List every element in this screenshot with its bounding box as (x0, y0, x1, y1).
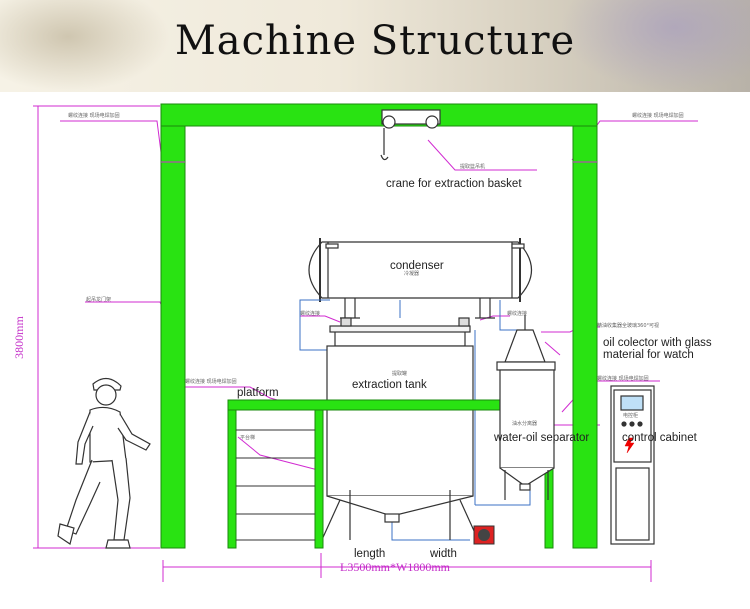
page-title: Machine Structure (174, 18, 576, 64)
note-left-frame: 起吊龙门架 (86, 297, 112, 303)
crane-hoist (380, 109, 441, 161)
label-control-cabinet: control cabinet (622, 432, 697, 444)
label-water-oil-separator: water-oil separator (494, 432, 590, 444)
lifting-gantry (160, 103, 598, 549)
note-flange-right: 螺纹连接 (507, 311, 528, 317)
label-width: width (430, 548, 457, 560)
label-extraction-tank: extraction tank (352, 379, 427, 391)
note-top-right: 螺纹连接 现场电焊加固 (632, 113, 684, 119)
note-separator: 油水分离器 (512, 421, 538, 427)
label-crane: crane for extraction basket (386, 178, 522, 190)
label-condenser: condenser (390, 260, 444, 272)
pump (473, 525, 495, 545)
water-oil-separator (496, 315, 556, 500)
condenser-vessel (308, 238, 532, 319)
note-top-left: 螺纹连接 现场电焊加固 (68, 113, 120, 119)
banner-decor-left (0, 0, 170, 92)
note-cabinet: 电控柜 (623, 413, 639, 419)
note-flange-left: 螺纹连接 (300, 311, 321, 317)
note-stairs: 平台梯 (240, 435, 256, 441)
label-height: 3800mm (11, 316, 26, 359)
platform-stairs (236, 429, 315, 541)
note-oil-collector: 精油收集器全玻璃360°可视 (597, 323, 660, 329)
label-oil-collector-1: oil colector with glass (603, 337, 712, 349)
control-cabinet (610, 385, 655, 545)
note-platform-joint-right: 螺纹连接 现场电焊加固 (597, 376, 649, 382)
extraction-tank (319, 317, 481, 545)
label-dimensions: L3500mm*W1800mm (340, 560, 450, 574)
header-banner: Machine Structure (0, 0, 750, 92)
label-length: length (354, 548, 386, 560)
label-platform: platform (237, 387, 279, 399)
note-platform-joint-left: 螺纹连接 现场电焊加固 (185, 379, 237, 385)
note-tank: 提取罐 (392, 371, 408, 377)
label-oil-collector-2: material for watch (603, 349, 694, 361)
note-crane: 提取篮吊机 (460, 164, 486, 170)
person-figure (57, 377, 151, 549)
banner-decor-right (560, 0, 750, 92)
note-condenser: 冷凝器 (404, 271, 420, 277)
